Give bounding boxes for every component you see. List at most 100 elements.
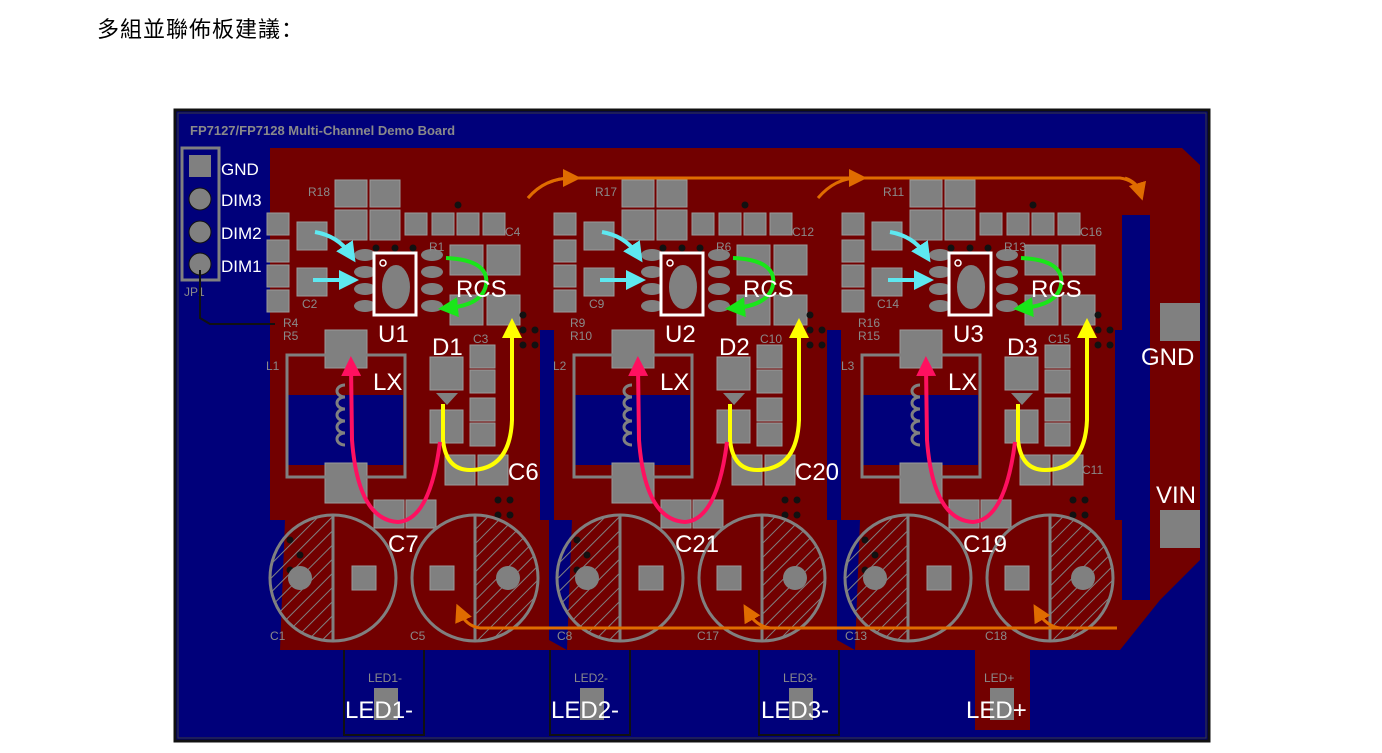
silk-label-r_top: R11 [883, 185, 904, 199]
small-pad [756, 344, 783, 369]
via [696, 244, 704, 252]
small-pad [769, 212, 793, 236]
r-top-pad [656, 209, 688, 241]
ic-pin [708, 249, 730, 261]
green-rcs-arrow [438, 256, 489, 318]
led-pad [990, 688, 1014, 720]
inductor-clearance [863, 395, 978, 465]
silk-label-cap_l: C8 [557, 629, 573, 643]
small-pad [718, 212, 742, 236]
ic-pin [641, 249, 663, 261]
via [1094, 326, 1102, 334]
via [454, 201, 462, 209]
via [531, 341, 539, 349]
silk-label-r_a: R9 [570, 316, 586, 330]
diode-symbol [723, 393, 745, 405]
silk-label-c_d: C3 [473, 332, 489, 346]
silk-label-l: L1 [266, 359, 280, 373]
silk-label-c_left: C14 [877, 297, 899, 311]
led-label: LED1- [345, 697, 413, 724]
via [372, 244, 380, 252]
ic-pin [996, 249, 1018, 261]
ic-pin [708, 266, 730, 278]
board-title: FP7127/FP7128 Multi-Channel Demo Board [190, 123, 455, 138]
via [1029, 201, 1037, 209]
cap-pad [575, 566, 599, 590]
vin-label: VIN [1156, 482, 1196, 509]
small-pad [756, 369, 783, 394]
via [519, 326, 527, 334]
small-pad [266, 264, 290, 288]
cap-pad [863, 566, 887, 590]
c-left-pad [583, 221, 615, 251]
via [741, 201, 749, 209]
via [494, 511, 502, 519]
small-pad [266, 239, 290, 263]
pin1-marker [954, 259, 962, 267]
ic-pin [421, 249, 443, 261]
silk-label-c_top: C4 [505, 225, 521, 239]
small-pad [469, 422, 496, 447]
r-top-pad [944, 209, 976, 241]
diode-label: D2 [719, 334, 750, 361]
inductor-pad [611, 329, 655, 369]
via [793, 496, 801, 504]
led-label: LED+ [966, 697, 1027, 724]
inductor-pad [899, 329, 943, 369]
rcs-pad [1061, 244, 1096, 276]
input-cap-label: C19 [963, 531, 1007, 558]
cap-pad [429, 565, 455, 591]
connector-led1minus: LED1-LED1- [343, 650, 425, 736]
vin-pad [1160, 510, 1200, 548]
silk-label-c_top: C16 [1080, 225, 1102, 239]
silk-label-l: L3 [841, 359, 855, 373]
r-top-pad [909, 179, 943, 208]
channel-gap [540, 330, 554, 520]
gnd-pad [1160, 303, 1200, 341]
jp1-label-dim3: DIM3 [221, 191, 262, 210]
inductor-clearance [288, 395, 403, 465]
green-rcs-arrow [725, 256, 776, 318]
inductor-coil-icon [622, 383, 633, 447]
green-rcs-arrow [1013, 256, 1064, 318]
small-pad [404, 212, 428, 236]
small-pad [456, 212, 480, 236]
cap-pad [1071, 566, 1095, 590]
led-label: LED2- [551, 697, 619, 724]
silk-label-cap_r: C18 [985, 629, 1007, 643]
power-connectors: GND VIN [1141, 303, 1200, 548]
cap-pad [496, 566, 520, 590]
diode-label: D3 [1007, 334, 1038, 361]
small-pad [1044, 397, 1071, 422]
led-pad [374, 688, 398, 720]
current-flow-arrows [455, 169, 1147, 630]
via [1069, 511, 1077, 519]
via [1106, 326, 1114, 334]
r-top-pad [944, 179, 976, 208]
small-pad [756, 422, 783, 447]
yellow-loop-arrow [441, 318, 522, 473]
diode-pad [1004, 409, 1039, 444]
ic-pin [929, 266, 951, 278]
connector-ledplus: LED+LED+ [966, 671, 1027, 724]
ic-pin [641, 300, 663, 312]
via [947, 244, 955, 252]
diode-pad [1004, 356, 1039, 391]
ic-pin [708, 283, 730, 295]
cin-pad [405, 499, 437, 529]
via [506, 496, 514, 504]
ic-pin [641, 266, 663, 278]
silk-label-c_d: C10 [760, 332, 782, 346]
jp1-label-dim2: DIM2 [221, 224, 262, 243]
led-silk-label: LED3- [783, 671, 817, 685]
via [806, 326, 814, 334]
cap-pad [783, 566, 807, 590]
silk-label-c_top: C12 [792, 225, 814, 239]
silk-label-r_a: R16 [858, 316, 880, 330]
silk-label-r1: R13 [1004, 240, 1026, 254]
small-pad [841, 212, 865, 236]
rcs-label: RCS [456, 276, 507, 303]
ic-label: U2 [665, 321, 696, 348]
cap-pad [716, 565, 742, 591]
small-pad [431, 212, 455, 236]
